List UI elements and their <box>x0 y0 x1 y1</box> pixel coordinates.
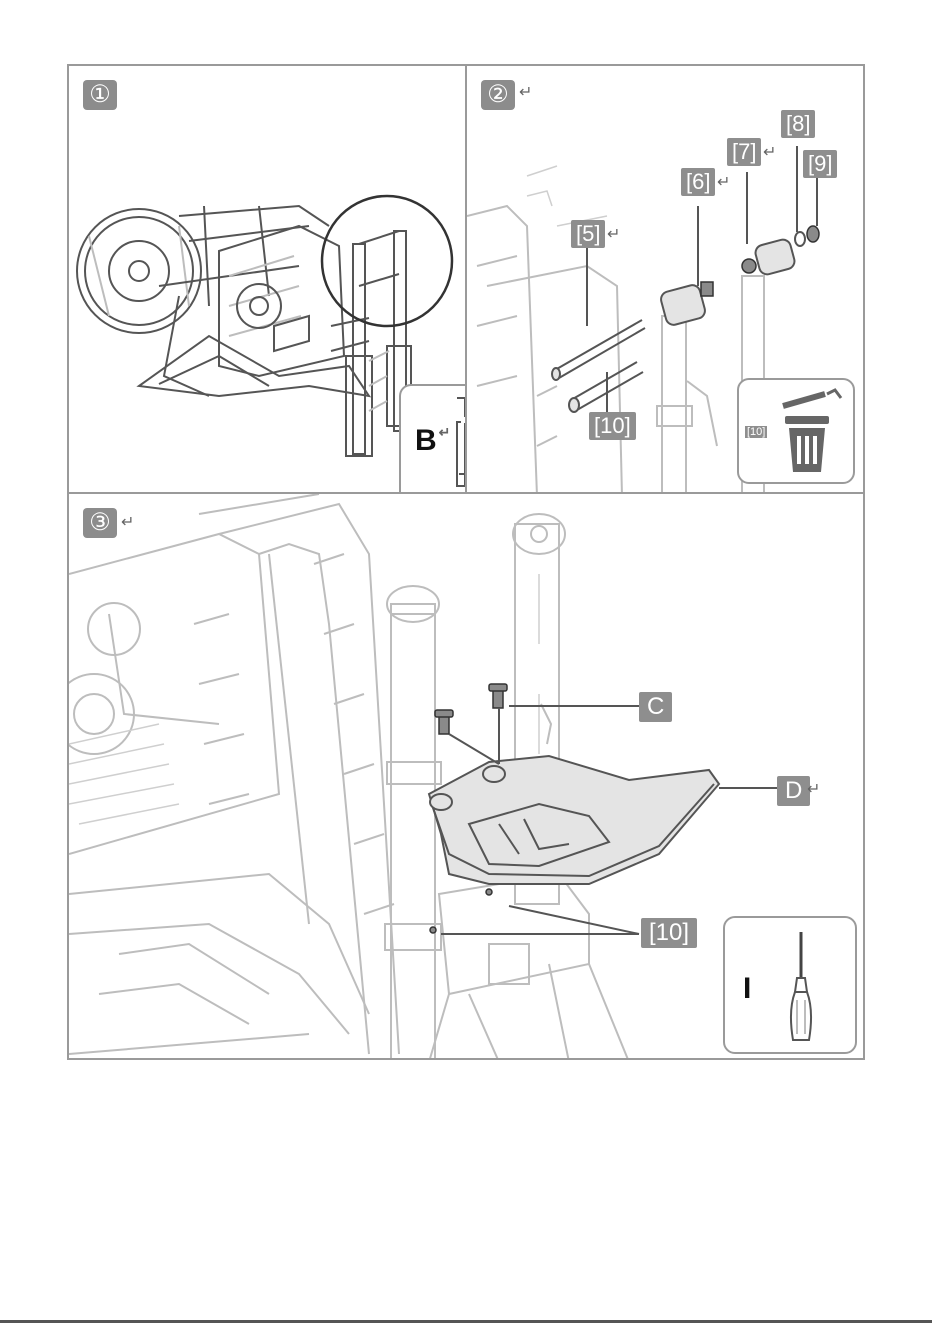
callout-10-text: [10] <box>649 919 689 946</box>
step-1-panel: ① <box>67 64 467 494</box>
discard-inset: [10] <box>737 378 855 484</box>
tool-b-inset: B↵ <box>399 384 467 494</box>
part-9-text: [9] <box>808 151 832 176</box>
return-arrow-icon: ↵ <box>717 172 730 192</box>
part-6-text: [6] <box>686 169 710 194</box>
part-8-text: [8] <box>786 111 810 136</box>
part-5-label: [5] <box>571 220 605 248</box>
callout-c-label: C <box>639 692 672 722</box>
part-7-label: [7] <box>727 138 761 166</box>
part-6-label: [6] <box>681 168 715 196</box>
return-arrow-icon: ↵ <box>607 224 620 244</box>
callout-10-label: [10] <box>641 918 697 948</box>
part-10-label: [10] <box>589 412 636 440</box>
return-arrow-icon: ↵ <box>807 779 820 799</box>
part-10-text: [10] <box>594 413 631 438</box>
part-5-text: [5] <box>576 221 600 246</box>
step-2-panel: ② ↵ <box>465 64 865 494</box>
part-7-text: [7] <box>732 139 756 164</box>
step-3-panel: ③ ↵ <box>67 492 865 1060</box>
trash-icon <box>739 380 857 486</box>
callout-d-label: D <box>777 776 810 806</box>
callout-c-text: C <box>647 693 664 720</box>
hex-key-icon <box>401 386 467 494</box>
screwdriver-inset: I <box>723 916 857 1054</box>
callout-d-text: D <box>785 777 802 804</box>
return-arrow-icon: ↵ <box>763 142 776 162</box>
part-8-label: [8] <box>781 110 815 138</box>
screwdriver-icon <box>725 918 859 1056</box>
part-9-label: [9] <box>803 150 837 178</box>
